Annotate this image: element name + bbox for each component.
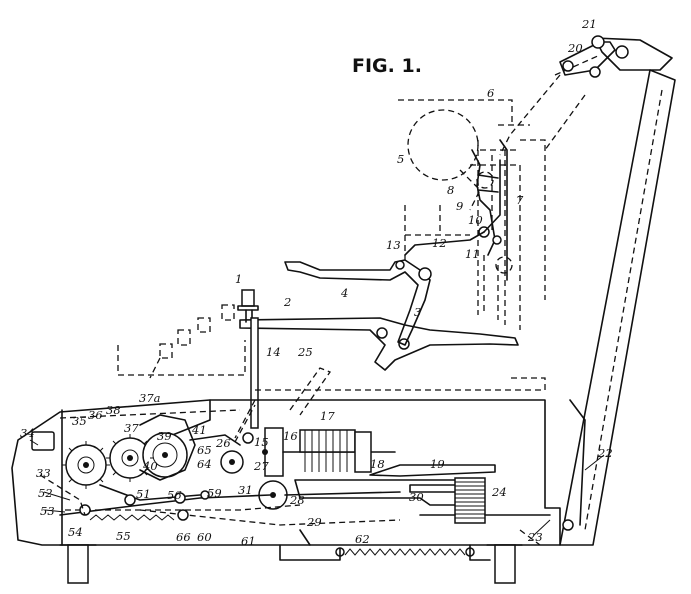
label-34: 34 (20, 426, 35, 440)
typebar-segment (471, 139, 508, 281)
label-64: 64 (197, 457, 212, 471)
label-14: 14 (266, 345, 281, 359)
label-52: 52 (38, 486, 53, 500)
label-56: 56 (167, 488, 182, 502)
leader-lines (29, 439, 605, 536)
label-16: 16 (283, 429, 298, 443)
label-28: 28 (289, 493, 305, 507)
label-53: 53 (40, 504, 55, 518)
label-62: 62 (355, 532, 370, 546)
label-11: 11 (465, 247, 480, 261)
label-13: 13 (386, 238, 401, 252)
label-55: 55 (116, 529, 131, 543)
label-29: 29 (306, 515, 322, 529)
label-17: 17 (320, 409, 335, 423)
label-66: 66 (176, 530, 191, 544)
key-stem (250, 317, 259, 429)
label-37a: 37a (139, 391, 161, 405)
label-23: 23 (527, 530, 543, 544)
label-31: 31 (238, 483, 253, 497)
label-35: 35 (72, 414, 87, 428)
lower-linkage (39, 464, 551, 526)
label-15: 15 (254, 435, 269, 449)
base-springs (89, 514, 541, 561)
machine-case (11, 377, 561, 546)
label-24: 24 (491, 485, 507, 499)
label-5: 5 (397, 152, 404, 166)
label-6: 6 (487, 86, 494, 100)
label-26: 26 (215, 436, 231, 450)
label-2: 2 (283, 295, 291, 309)
label-61: 61 (241, 534, 256, 548)
label-19: 19 (430, 457, 445, 471)
label-60: 60 (197, 530, 212, 544)
label-30: 30 (409, 490, 424, 504)
label-65: 65 (197, 443, 212, 457)
feet (59, 544, 523, 584)
gears (62, 414, 241, 501)
slanted-arm (499, 35, 676, 546)
label-8: 8 (447, 183, 454, 197)
label-33: 33 (36, 466, 51, 480)
label-1: 1 (235, 272, 242, 286)
label-39: 39 (157, 429, 172, 443)
label-3: 3 (414, 305, 421, 319)
label-20: 20 (567, 41, 583, 55)
label-12: 12 (432, 236, 447, 250)
knob (31, 431, 55, 451)
label-22: 22 (597, 446, 613, 460)
selector-assembly (220, 427, 396, 477)
label-59: 59 (207, 486, 222, 500)
reference-numerals: 1 2 3 4 5 6 7 8 9 10 11 12 13 14 15 16 1… (20, 17, 613, 548)
coil (454, 477, 486, 524)
label-36: 36 (88, 408, 103, 422)
label-37: 37 (124, 421, 139, 435)
label-18: 18 (370, 457, 385, 471)
label-4: 4 (340, 286, 348, 300)
foot-right (494, 544, 516, 584)
label-9: 9 (456, 199, 463, 213)
label-38: 38 (106, 403, 121, 417)
label-27: 27 (253, 459, 269, 473)
key-top (241, 289, 255, 307)
label-54: 54 (68, 525, 83, 539)
label-7: 7 (516, 193, 524, 207)
label-25: 25 (297, 345, 313, 359)
label-51: 51 (136, 487, 151, 501)
label-40: 40 (142, 459, 158, 473)
foot-left (67, 544, 89, 584)
label-41: 41 (191, 423, 207, 437)
label-21: 21 (581, 17, 597, 31)
label-10: 10 (468, 213, 483, 227)
key-levers (117, 231, 519, 443)
figure-title: FIG. 1. (352, 55, 422, 77)
